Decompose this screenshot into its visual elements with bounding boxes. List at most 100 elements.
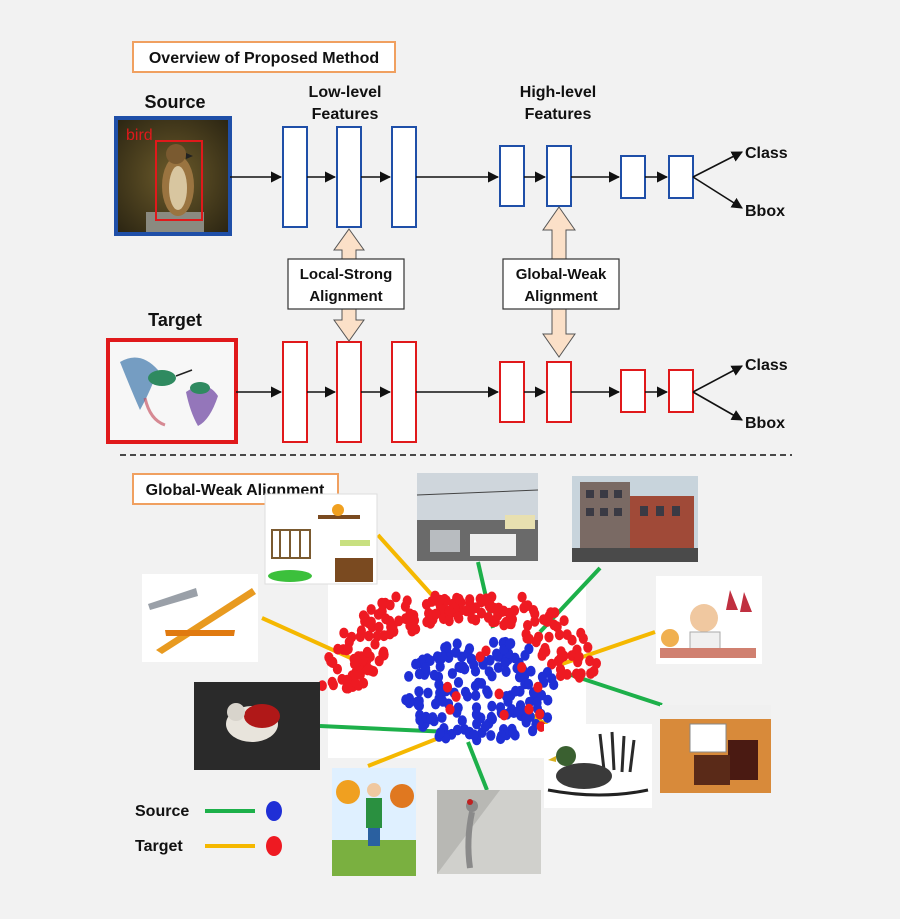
source-point <box>473 677 483 689</box>
source-point <box>442 641 452 653</box>
source-point <box>549 679 559 691</box>
legend-source-label: Source <box>135 803 189 820</box>
source-point <box>404 671 414 682</box>
source-point <box>472 718 482 730</box>
target-point <box>476 607 487 619</box>
source-point <box>414 668 424 680</box>
source-point <box>452 724 463 736</box>
target-bbox-label: Bbox <box>745 415 785 432</box>
target-class-label: Class <box>745 357 788 374</box>
target-point <box>442 681 453 693</box>
target-point <box>544 631 554 643</box>
target-point <box>374 621 384 633</box>
source-point <box>453 702 463 714</box>
source-point <box>451 647 461 658</box>
target-point <box>424 607 434 619</box>
target-point <box>356 625 366 637</box>
source-point <box>411 658 421 670</box>
source-point <box>542 712 553 723</box>
source-point <box>471 702 482 713</box>
source-point <box>485 654 495 666</box>
legend-target-label: Target <box>135 838 183 855</box>
source-point <box>452 638 462 650</box>
target-point <box>547 658 557 670</box>
cat-thumbnail <box>194 682 320 770</box>
target-points <box>317 590 602 694</box>
crane-bird-thumbnail <box>437 790 541 874</box>
source-point <box>435 661 445 672</box>
source-point <box>426 713 436 725</box>
source-point <box>504 638 515 650</box>
target-point <box>347 631 357 643</box>
source-point <box>435 727 445 739</box>
target-point <box>517 591 527 603</box>
target-point <box>444 605 455 617</box>
target-point <box>583 642 593 653</box>
target-point <box>358 610 369 621</box>
source-point <box>421 662 431 674</box>
source-point <box>456 662 466 674</box>
low-level-label-1: Low-level <box>309 84 382 101</box>
target-point <box>585 655 595 667</box>
target-point <box>481 645 491 657</box>
overview-title-text: Overview of Proposed Method <box>149 50 379 67</box>
source-point <box>437 651 448 663</box>
source-point <box>469 659 479 671</box>
target-point <box>499 605 509 617</box>
source-point <box>528 725 538 737</box>
target-point <box>576 627 586 639</box>
nursery-thumbnail <box>264 493 378 585</box>
source-point <box>524 643 534 655</box>
source-point <box>413 699 423 711</box>
target-point <box>461 605 471 617</box>
global-weak-text-2: Alignment <box>524 288 597 305</box>
source-point <box>429 669 439 681</box>
source-point <box>510 685 521 697</box>
target-label: Target <box>148 310 202 330</box>
target-point <box>574 651 584 663</box>
global-weak-box: Global-Weak Alignment <box>502 258 620 310</box>
target-point <box>363 664 373 676</box>
legend-target-dot <box>266 836 282 856</box>
target-point <box>355 669 365 681</box>
source-point <box>500 657 510 669</box>
source-point <box>532 697 542 709</box>
target-point <box>366 604 376 615</box>
source-point <box>423 687 433 699</box>
source-point <box>434 679 444 690</box>
target-point <box>499 709 509 721</box>
source-point <box>508 727 518 739</box>
source-image: bird <box>114 116 232 236</box>
source-label: Source <box>144 92 205 112</box>
target-point <box>372 630 382 642</box>
source-point <box>501 666 511 677</box>
target-point <box>576 668 586 680</box>
local-strong-box: Local-Strong Alignment <box>287 258 405 310</box>
target-point <box>549 619 559 631</box>
source-point <box>521 713 531 725</box>
duck-thumbnail <box>544 724 652 808</box>
target-point <box>555 664 566 675</box>
target-point <box>362 646 372 658</box>
source-point <box>401 694 411 706</box>
target-point <box>366 616 376 628</box>
target-point <box>586 668 596 679</box>
target-point <box>349 658 360 670</box>
target-point <box>431 608 441 620</box>
target-arrows <box>236 365 743 421</box>
target-point <box>422 616 432 628</box>
target-point <box>562 669 572 680</box>
target-point <box>374 655 384 667</box>
target-point <box>385 599 395 611</box>
source-point <box>523 678 534 690</box>
target-point <box>445 704 455 715</box>
target-point <box>517 662 527 673</box>
target-point <box>381 613 391 625</box>
target-point <box>327 676 337 688</box>
target-point <box>465 594 475 605</box>
source-point <box>526 665 536 677</box>
target-image <box>106 338 238 444</box>
target-point <box>521 600 531 612</box>
target-point <box>339 627 349 639</box>
